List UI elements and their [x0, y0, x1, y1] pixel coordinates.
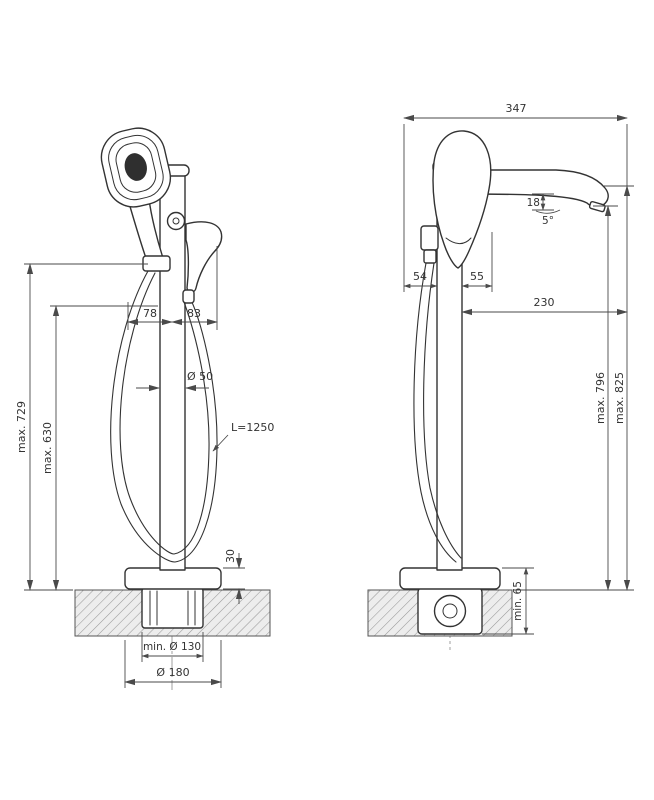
dim-230-label: 230 [534, 296, 555, 309]
spray-face-center [124, 153, 147, 181]
column-front [159, 173, 186, 571]
dim-max-630: max. 630 [41, 305, 158, 591]
shower-holder-front [142, 255, 171, 272]
shower-head-front [100, 127, 172, 208]
dim-base-diameter: Ø 180 [124, 640, 222, 688]
dim-angle-5: 5° [535, 209, 561, 227]
dim-hose-length: L=1250 [212, 421, 274, 452]
dim-column-diameter-label: Ø 50 [187, 370, 213, 383]
dim-angle-5-label: 5° [542, 215, 554, 227]
dim-max-796: max. 796 [593, 205, 618, 591]
dim-min-65: min. 65 [482, 567, 534, 635]
dim-54: 54 [403, 270, 438, 289]
dim-min-65-label: min. 65 [512, 581, 524, 621]
dim-347: 347 [403, 102, 628, 292]
dim-recess-diameter-label: min. Ø 130 [143, 641, 201, 653]
front-dimensions: max. 729 max. 630 78 83 Ø 50 [15, 246, 274, 688]
dim-55: 55 [461, 232, 493, 292]
dim-max-796-label: max. 796 [594, 372, 607, 424]
dim-max-630-label: max. 630 [41, 422, 54, 474]
dim-83-label: 83 [187, 307, 201, 320]
dim-max-825-label: max. 825 [613, 372, 626, 424]
hose-front [110, 270, 218, 563]
dim-max-729: max. 729 [15, 263, 148, 591]
dim-18-label: 18 [527, 197, 540, 209]
mixer-lever [185, 221, 223, 293]
dim-recess-diameter: min. Ø 130 [141, 632, 204, 662]
shower-head-side [432, 130, 492, 269]
side-dimensions: 347 18 5° 54 55 23 [403, 102, 634, 635]
dim-max-825: max. 825 [514, 185, 634, 591]
dim-54-label: 54 [413, 270, 427, 283]
aerator [588, 200, 606, 213]
dim-230: 230 [461, 296, 628, 316]
dim-hose-length-label: L=1250 [231, 421, 274, 434]
dim-base-height-30: 30 [223, 549, 245, 604]
dim-18: 18 [527, 193, 554, 211]
dim-base-height-label: 30 [224, 549, 237, 563]
dim-column-diameter: Ø 50 [136, 370, 213, 392]
dim-base-diameter-label: Ø 180 [156, 666, 189, 679]
dim-max-729-label: max. 729 [15, 401, 28, 453]
dim-78-label: 78 [143, 307, 157, 320]
base-plate-front [124, 567, 222, 590]
base-plate-side [399, 567, 501, 590]
front-view: max. 729 max. 630 78 83 Ø 50 [15, 127, 274, 690]
inlet-fitting-front [141, 587, 204, 629]
hose-side [413, 262, 462, 563]
diverter-ring [166, 211, 186, 231]
hose-outlet-front [182, 289, 195, 304]
dim-78-83: 78 83 [127, 246, 218, 330]
inlet-fitting-side [417, 587, 483, 635]
dim-347-label: 347 [506, 102, 527, 115]
shower-holder-side [420, 225, 439, 264]
side-view: 347 18 5° 54 55 23 [367, 102, 634, 650]
dim-55-label: 55 [470, 270, 484, 283]
